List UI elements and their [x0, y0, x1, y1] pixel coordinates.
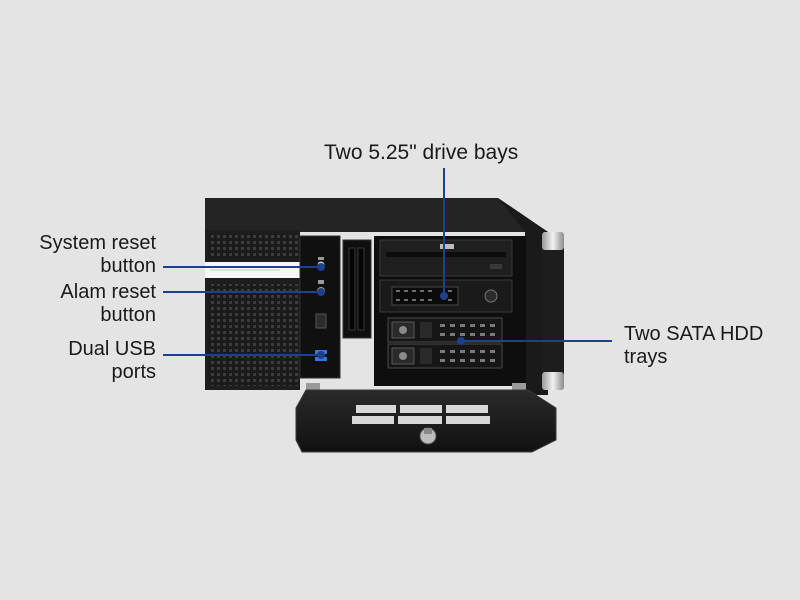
vent-grille-upper [208, 234, 298, 258]
rack-handle [542, 232, 564, 390]
callout-system-reset: System reset button [20, 232, 156, 278]
chassis-top-cover [205, 198, 548, 232]
callout-hdd-trays: Two SATA HDD trays [624, 323, 763, 369]
chassis-side-panel [498, 198, 548, 395]
callout-alarm-reset-line1: Alam reset [60, 281, 156, 303]
callout-hdd-trays-line1: Two SATA HDD [624, 323, 764, 345]
callout-usb-ports-line2: ports [111, 361, 156, 383]
callout-alarm-reset-line2: button [100, 304, 156, 326]
vent-grille-lower [208, 284, 298, 386]
callout-hdd-trays-line2: trays [624, 346, 668, 368]
callout-system-reset-line1: System reset [39, 232, 156, 254]
slim-bay-frame [342, 239, 372, 339]
callout-usb-ports: Dual USB ports [20, 338, 156, 384]
power-switch [315, 313, 327, 329]
callout-drive-bays-text: Two 5.25" drive bays [324, 141, 519, 164]
callout-drive-bays: Two 5.25" drive bays [324, 141, 518, 164]
callout-alarm-reset: Alam reset button [20, 281, 156, 327]
callout-system-reset-line2: button [100, 255, 156, 277]
callout-usb-ports-line1: Dual USB [68, 338, 156, 360]
